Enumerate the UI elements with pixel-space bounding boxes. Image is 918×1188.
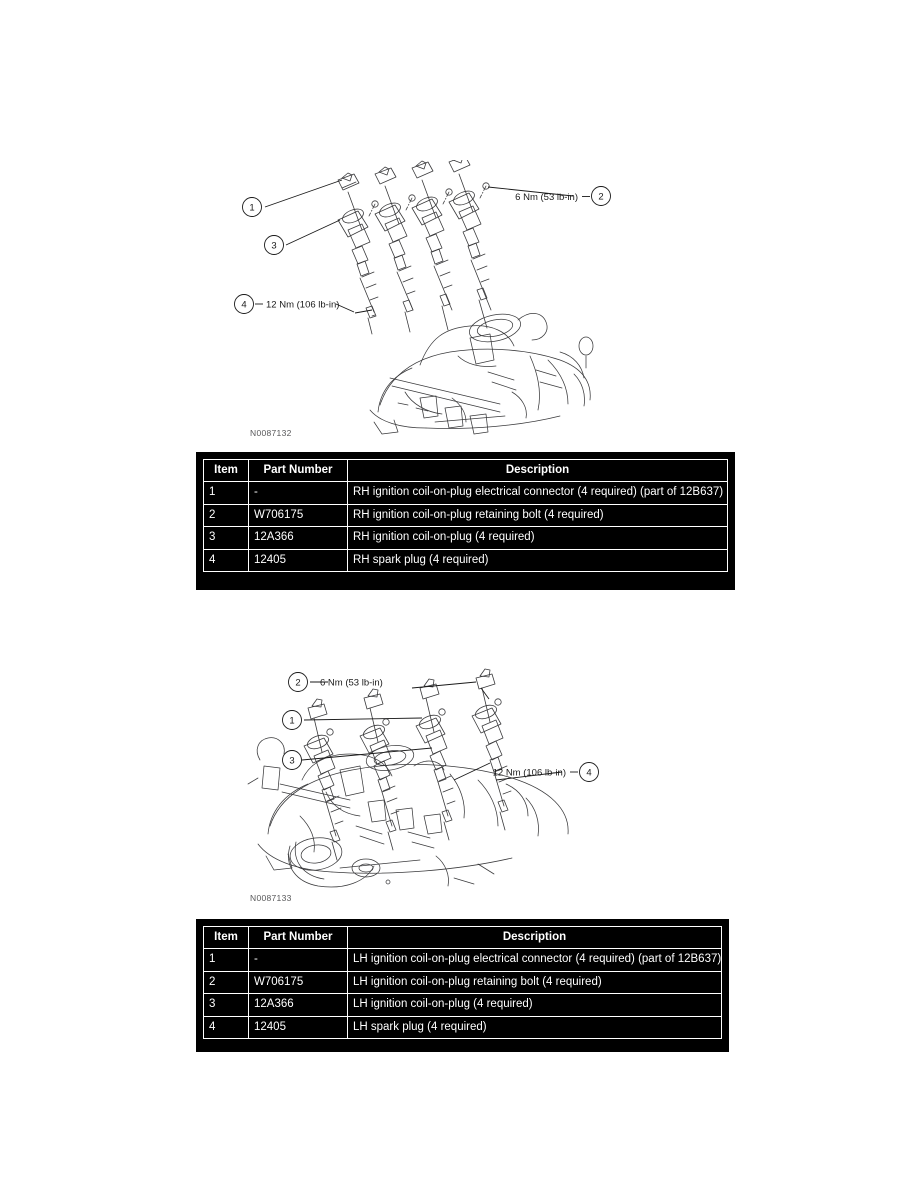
cell-item: 2 xyxy=(203,503,249,528)
cell-item: 4 xyxy=(203,1015,249,1039)
figure-2-id-label: N0087133 xyxy=(250,893,292,903)
table-row: 4 12405 RH spark plug (4 required) xyxy=(203,548,728,572)
cell-description: LH ignition coil-on-plug retaining bolt … xyxy=(347,970,722,995)
cell-part-number: 12A366 xyxy=(248,993,348,1017)
figure-rh-ignition-coil-diagram: 1 3 6 Nm (53 lb-in) 2 xyxy=(230,160,650,450)
svg-text:4: 4 xyxy=(586,768,591,779)
svg-text:4: 4 xyxy=(241,300,246,311)
table-header-row: Item Part Number Description xyxy=(203,458,728,483)
callout-1: 1 xyxy=(242,197,262,217)
table-row: 2 W706175 RH ignition coil-on-plug retai… xyxy=(203,503,728,528)
svg-text:3: 3 xyxy=(271,241,276,252)
figure-2-callouts: 2 6 Nm (53 lb-in) 1 3 12 Nm (106 lb-in) xyxy=(282,672,599,782)
cell-item: 4 xyxy=(203,548,249,572)
svg-text:1: 1 xyxy=(289,716,294,727)
callout-4-group: 4 12 Nm (106 lb-in) xyxy=(234,294,339,314)
lh-parts-table-block: Item Part Number Description 1 - LH igni… xyxy=(196,919,729,1052)
cell-part-number: 12A366 xyxy=(248,526,348,550)
callout-4-group: 12 Nm (106 lb-in) 4 xyxy=(493,762,599,782)
header-item: Item xyxy=(203,458,249,483)
svg-text:3: 3 xyxy=(289,756,294,767)
cell-part-number: 12405 xyxy=(248,1015,348,1039)
cell-item: 3 xyxy=(203,526,249,550)
table-row: 1 - RH ignition coil-on-plug electrical … xyxy=(203,481,728,505)
table-row: 4 12405 LH spark plug (4 required) xyxy=(203,1015,722,1039)
callout-2-group: 2 6 Nm (53 lb-in) xyxy=(288,672,383,692)
table-row: 2 W706175 LH ignition coil-on-plug retai… xyxy=(203,970,722,995)
cell-part-number: W706175 xyxy=(248,970,348,995)
table-row: 1 - LH ignition coil-on-plug electrical … xyxy=(203,948,722,972)
callout-3: 3 xyxy=(282,750,302,770)
torque-label-2: 6 Nm (53 lb-in) xyxy=(515,192,578,203)
header-description: Description xyxy=(347,458,728,483)
cell-description: RH spark plug (4 required) xyxy=(347,548,728,572)
torque-label-2: 6 Nm (53 lb-in) xyxy=(320,678,383,689)
figure-1-callouts: 1 3 6 Nm (53 lb-in) 2 xyxy=(234,186,611,314)
lh-parts-table: Item Part Number Description 1 - LH igni… xyxy=(203,925,722,1039)
cell-part-number: 12405 xyxy=(248,548,348,572)
svg-text:2: 2 xyxy=(598,192,603,203)
header-description: Description xyxy=(347,925,722,950)
cell-description: RH ignition coil-on-plug (4 required) xyxy=(347,526,728,550)
header-part-number: Part Number xyxy=(248,458,348,483)
cell-description: LH ignition coil-on-plug (4 required) xyxy=(347,993,722,1017)
table-row: 3 12A366 RH ignition coil-on-plug (4 req… xyxy=(203,526,728,550)
table-row: 3 12A366 LH ignition coil-on-plug (4 req… xyxy=(203,993,722,1017)
torque-label-4: 12 Nm (106 lb-in) xyxy=(266,300,339,311)
callout-1: 1 xyxy=(282,710,302,730)
cell-part-number: W706175 xyxy=(248,503,348,528)
cell-description: RH ignition coil-on-plug electrical conn… xyxy=(347,481,728,505)
figure-1-id-label: N0087132 xyxy=(250,428,292,438)
figure-lh-ignition-coil-diagram: 2 6 Nm (53 lb-in) 1 3 12 Nm (106 lb-in) xyxy=(240,620,670,910)
cell-item: 1 xyxy=(203,948,249,972)
cell-item: 3 xyxy=(203,993,249,1017)
header-item: Item xyxy=(203,925,249,950)
cell-description: LH ignition coil-on-plug electrical conn… xyxy=(347,948,722,972)
header-part-number: Part Number xyxy=(248,925,348,950)
rh-parts-table-block: Item Part Number Description 1 - RH igni… xyxy=(196,452,735,590)
cell-description: RH ignition coil-on-plug retaining bolt … xyxy=(347,503,728,528)
rh-parts-table: Item Part Number Description 1 - RH igni… xyxy=(203,458,728,572)
svg-text:2: 2 xyxy=(295,678,300,689)
cell-description: LH spark plug (4 required) xyxy=(347,1015,722,1039)
svg-text:1: 1 xyxy=(249,203,254,214)
table-header-row: Item Part Number Description xyxy=(203,925,722,950)
cell-item: 2 xyxy=(203,970,249,995)
callout-2-group: 6 Nm (53 lb-in) 2 xyxy=(515,186,611,206)
cell-part-number: - xyxy=(248,481,348,505)
cell-part-number: - xyxy=(248,948,348,972)
cell-item: 1 xyxy=(203,481,249,505)
torque-label-4: 12 Nm (106 lb-in) xyxy=(493,768,566,779)
callout-3: 3 xyxy=(264,235,284,255)
